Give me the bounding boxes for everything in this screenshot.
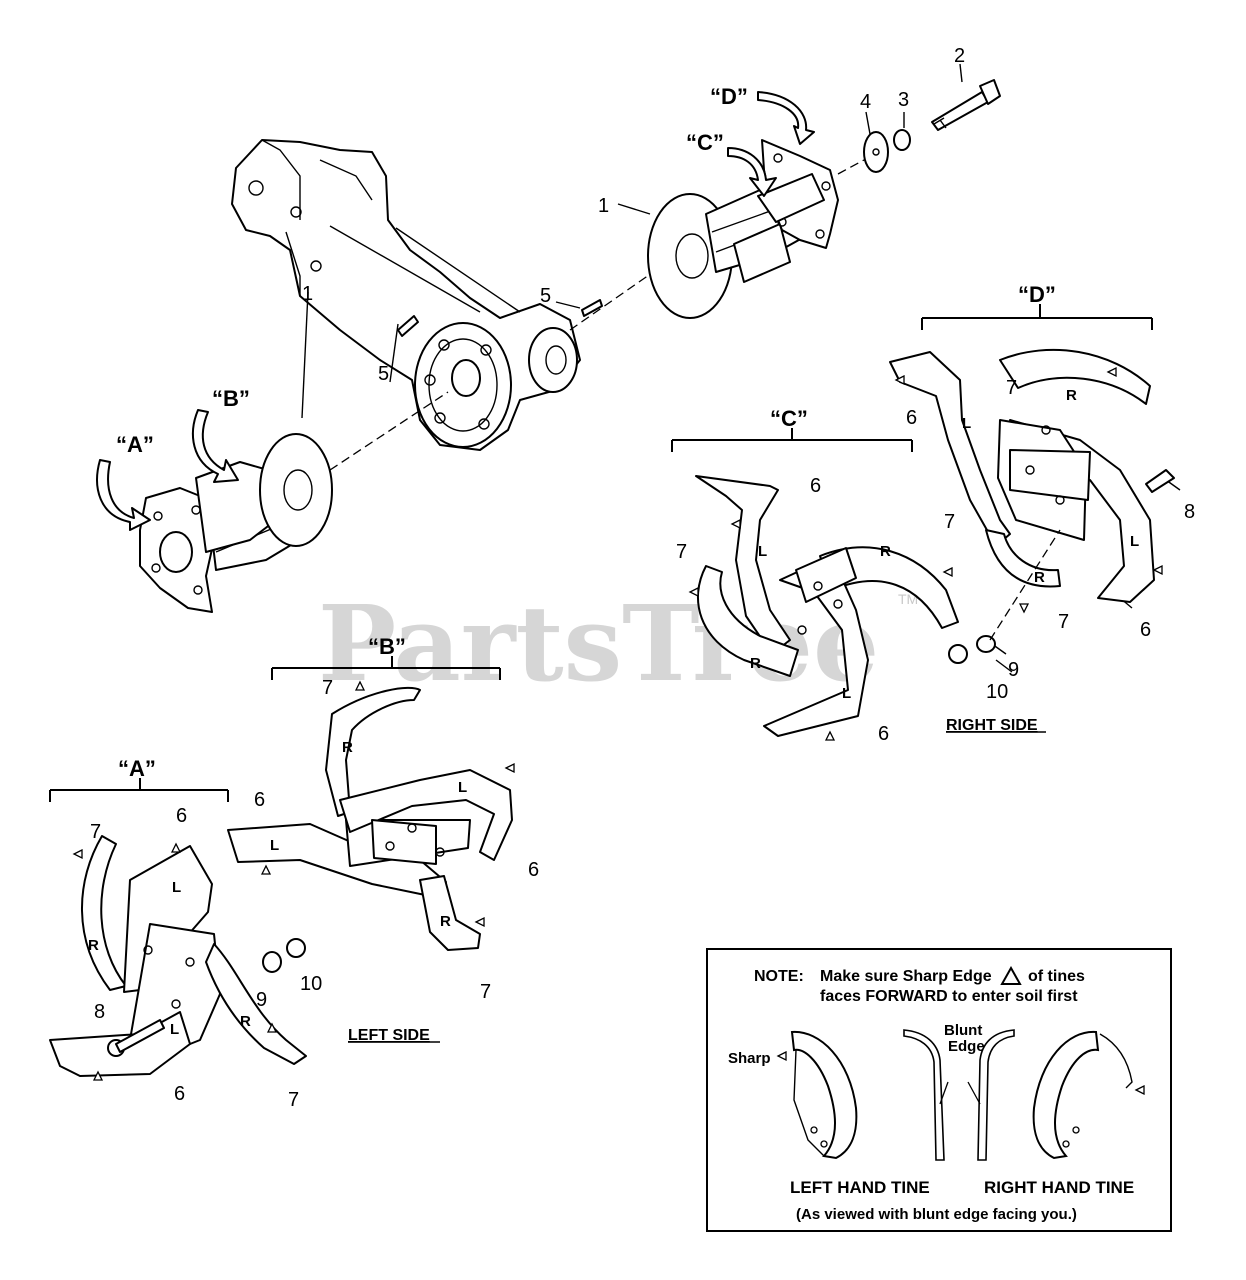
washer-9-left — [262, 951, 282, 973]
svg-text:R: R — [342, 739, 353, 756]
callout-7-a-bottom: 7 — [288, 1089, 299, 1111]
callout-4: 4 — [860, 91, 871, 113]
svg-text:R: R — [88, 937, 99, 954]
callouts: 1 1 2 3 4 5 5 6 7 7 6 7 6 8 6 7 9 10 7 6… — [90, 45, 1195, 1111]
blunt-edge-label-1: Blunt — [944, 1022, 983, 1039]
callout-6-c-top: 6 — [810, 475, 821, 497]
note-line1: Make sure Sharp Edge — [820, 968, 992, 985]
callout-7-a: 7 — [90, 821, 101, 843]
sharp-edge-triangle-icon — [1000, 966, 1022, 985]
nut-10-right — [948, 644, 968, 664]
assembly-label-d: “D” — [1018, 282, 1056, 307]
note-line2: faces FORWARD to enter soil first — [820, 988, 1078, 1005]
pin-5-left — [397, 315, 419, 337]
callout-7-d-bottom: 7 — [1058, 611, 1069, 633]
arrow-b — [191, 409, 239, 483]
svg-text:L: L — [170, 1021, 179, 1038]
callout-6-a-bottom: 6 — [174, 1083, 185, 1105]
svg-text:R: R — [880, 543, 891, 560]
bracket-c — [671, 428, 913, 452]
callout-7-d-top: 7 — [1006, 377, 1017, 399]
callout-1-right: 1 — [598, 195, 609, 217]
callout-10-right: 10 — [986, 681, 1008, 703]
note-prefix: NOTE: — [754, 968, 804, 985]
sharp-label: Sharp — [728, 1050, 771, 1067]
callout-3: 3 — [898, 89, 909, 111]
callout-7-c-right: 7 — [944, 511, 955, 533]
callout-6-b-right: 6 — [528, 859, 539, 881]
arrow-label-a: “A” — [116, 432, 154, 457]
svg-text:R: R — [1066, 387, 1077, 404]
svg-text:L: L — [172, 879, 181, 896]
blunt-edge-label-2: Edge — [948, 1038, 985, 1055]
svg-text:L: L — [842, 685, 851, 702]
svg-text:R: R — [1034, 569, 1045, 586]
callout-8-right: 8 — [1184, 501, 1195, 523]
note-line1-suffix: of tines — [1028, 968, 1085, 985]
callout-9-right: 9 — [1008, 659, 1019, 681]
note-box: NOTE: Make sure Sharp Edge of tines face… — [706, 948, 1172, 1232]
arrow-a — [96, 459, 151, 531]
svg-text:L: L — [962, 415, 971, 432]
callout-10-left: 10 — [300, 973, 322, 995]
callout-5-left: 5 — [378, 363, 389, 385]
callout-5-right: 5 — [540, 285, 551, 307]
transmission-housing — [231, 139, 581, 451]
svg-text:R: R — [440, 913, 451, 930]
tine-set-c — [688, 475, 959, 741]
tine-set-a — [49, 835, 307, 1081]
bolt-8-right — [1145, 469, 1175, 493]
svg-text:L: L — [1130, 533, 1139, 550]
arrow-d — [757, 91, 815, 145]
bracket-b — [271, 656, 501, 680]
washer-4 — [863, 131, 889, 173]
left-side-label: LEFT SIDE — [348, 1027, 430, 1044]
nut-10-left — [286, 938, 306, 958]
bracket-a — [49, 778, 229, 802]
svg-text:R: R — [240, 1013, 251, 1030]
arrow-label-d: “D” — [710, 84, 748, 109]
callout-9-left: 9 — [256, 989, 267, 1011]
svg-text:L: L — [270, 837, 279, 854]
arrow-label-c: “C” — [686, 130, 724, 155]
callout-7-c-left: 7 — [676, 541, 687, 563]
svg-text:L: L — [458, 779, 467, 796]
bracket-d — [921, 304, 1153, 330]
callout-6-c-bottom: 6 — [878, 723, 889, 745]
tine-set-d — [889, 348, 1163, 614]
svg-text:R: R — [750, 655, 761, 672]
arrow-c — [727, 147, 777, 197]
callout-6-d-left: 6 — [906, 407, 917, 429]
note-caption: (As viewed with blunt edge facing you.) — [796, 1206, 1077, 1223]
shaft-axis — [329, 391, 449, 471]
tine-set-b — [227, 680, 515, 951]
leader-lines — [301, 63, 1181, 673]
callout-8-left: 8 — [94, 1001, 105, 1023]
callout-1-left: 1 — [302, 283, 313, 305]
washer-9-right — [976, 635, 996, 653]
nut-3 — [893, 129, 911, 151]
right-hand-tine-label: RIGHT HAND TINE — [984, 1178, 1135, 1197]
callout-2: 2 — [954, 45, 965, 67]
bolt-2 — [931, 79, 1001, 131]
callout-6-b-left: 6 — [254, 789, 265, 811]
arrow-label-b: “B” — [212, 386, 250, 411]
assembly-label-c: “C” — [770, 406, 808, 431]
left-hub-assembly — [139, 433, 333, 613]
callout-6-d-right: 6 — [1140, 619, 1151, 641]
tine-illustrations — [776, 1029, 1145, 1161]
svg-text:L: L — [758, 543, 767, 560]
callout-7-b-bottom: 7 — [480, 981, 491, 1003]
callout-7-b-top: 7 — [322, 677, 333, 699]
callout-6-a-top: 6 — [176, 805, 187, 827]
pin-5-right — [581, 299, 603, 317]
right-side-label: RIGHT SIDE — [946, 717, 1038, 734]
left-hand-tine-label: LEFT HAND TINE — [790, 1178, 930, 1197]
tine-marks: L R R L L R L R R L L R R L L R — [88, 387, 1139, 1038]
assembly-label-b: “B” — [368, 634, 406, 659]
assembly-label-a: “A” — [118, 756, 156, 781]
right-hub-assembly — [647, 139, 839, 319]
